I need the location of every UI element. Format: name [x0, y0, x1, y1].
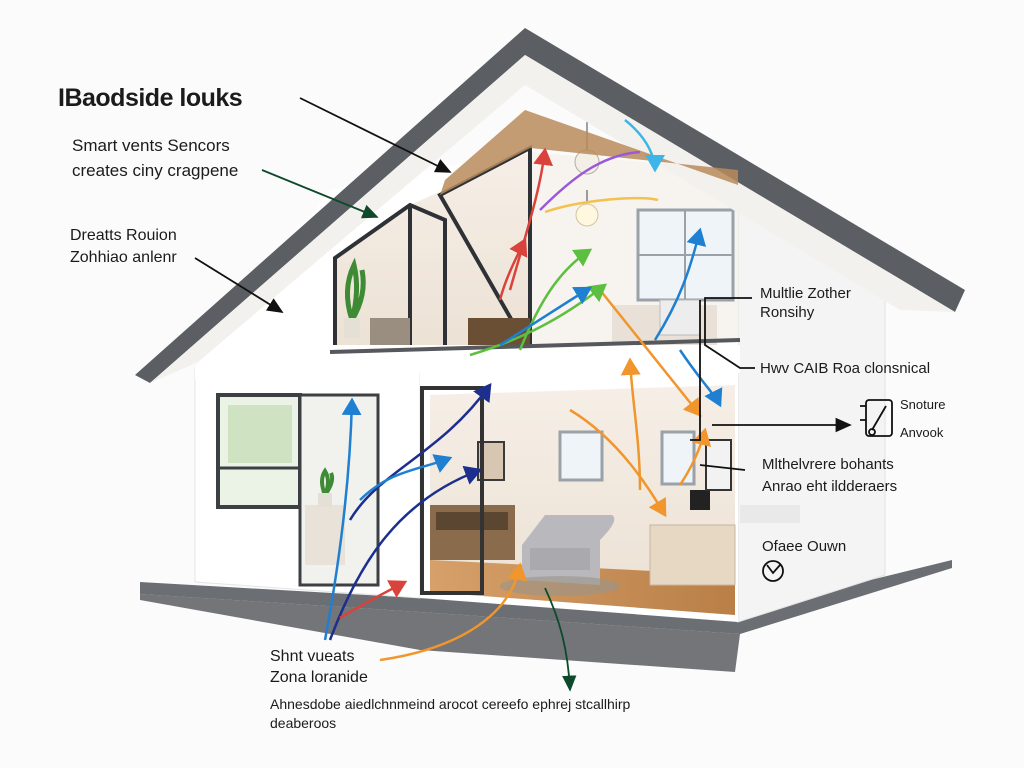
diagram-title: IBaodside louks [58, 84, 243, 112]
label-multi-zone: Multlie Zother [760, 285, 851, 302]
label-sensor-sub: Anvook [900, 425, 944, 440]
label-smart-heats: Shnt vueats [270, 648, 355, 665]
thermostat-icon [860, 399, 893, 437]
label-smart-vents: Smart vents Sencors [72, 136, 230, 155]
label-sensor: Snoture [900, 397, 946, 412]
roof [135, 28, 965, 383]
label-remote: Mlthelvrere bohants [762, 456, 894, 473]
ground-floor-interior [430, 385, 800, 615]
label-dreats-sub: Zohhiao anlenr [70, 249, 177, 266]
plant-icon [318, 257, 366, 507]
label-smart-vents-sub: creates ciny cragpene [72, 161, 239, 180]
label-multi-zone-sub: Ronsihy [760, 304, 815, 321]
glass-door [420, 386, 484, 595]
label-smart-heats-sub: Zona loranide [270, 669, 368, 686]
callout-pointers [194, 97, 852, 692]
footer-caption-sub: deaberoos [270, 715, 337, 731]
label-office: Ofaee Ouwn [762, 538, 847, 555]
airflow-arrows [323, 119, 723, 662]
label-hvac-control: Hwv CAIB Roa clonsnical [760, 360, 931, 377]
footer-caption: Ahnesdobe aiedlchnmeind arocot cereefo e… [270, 696, 631, 712]
label-dreats: Dreatts Rouion [70, 227, 177, 244]
label-remote-sub: Anrao eht ildderaers [762, 478, 898, 495]
clock-icon [762, 560, 784, 582]
